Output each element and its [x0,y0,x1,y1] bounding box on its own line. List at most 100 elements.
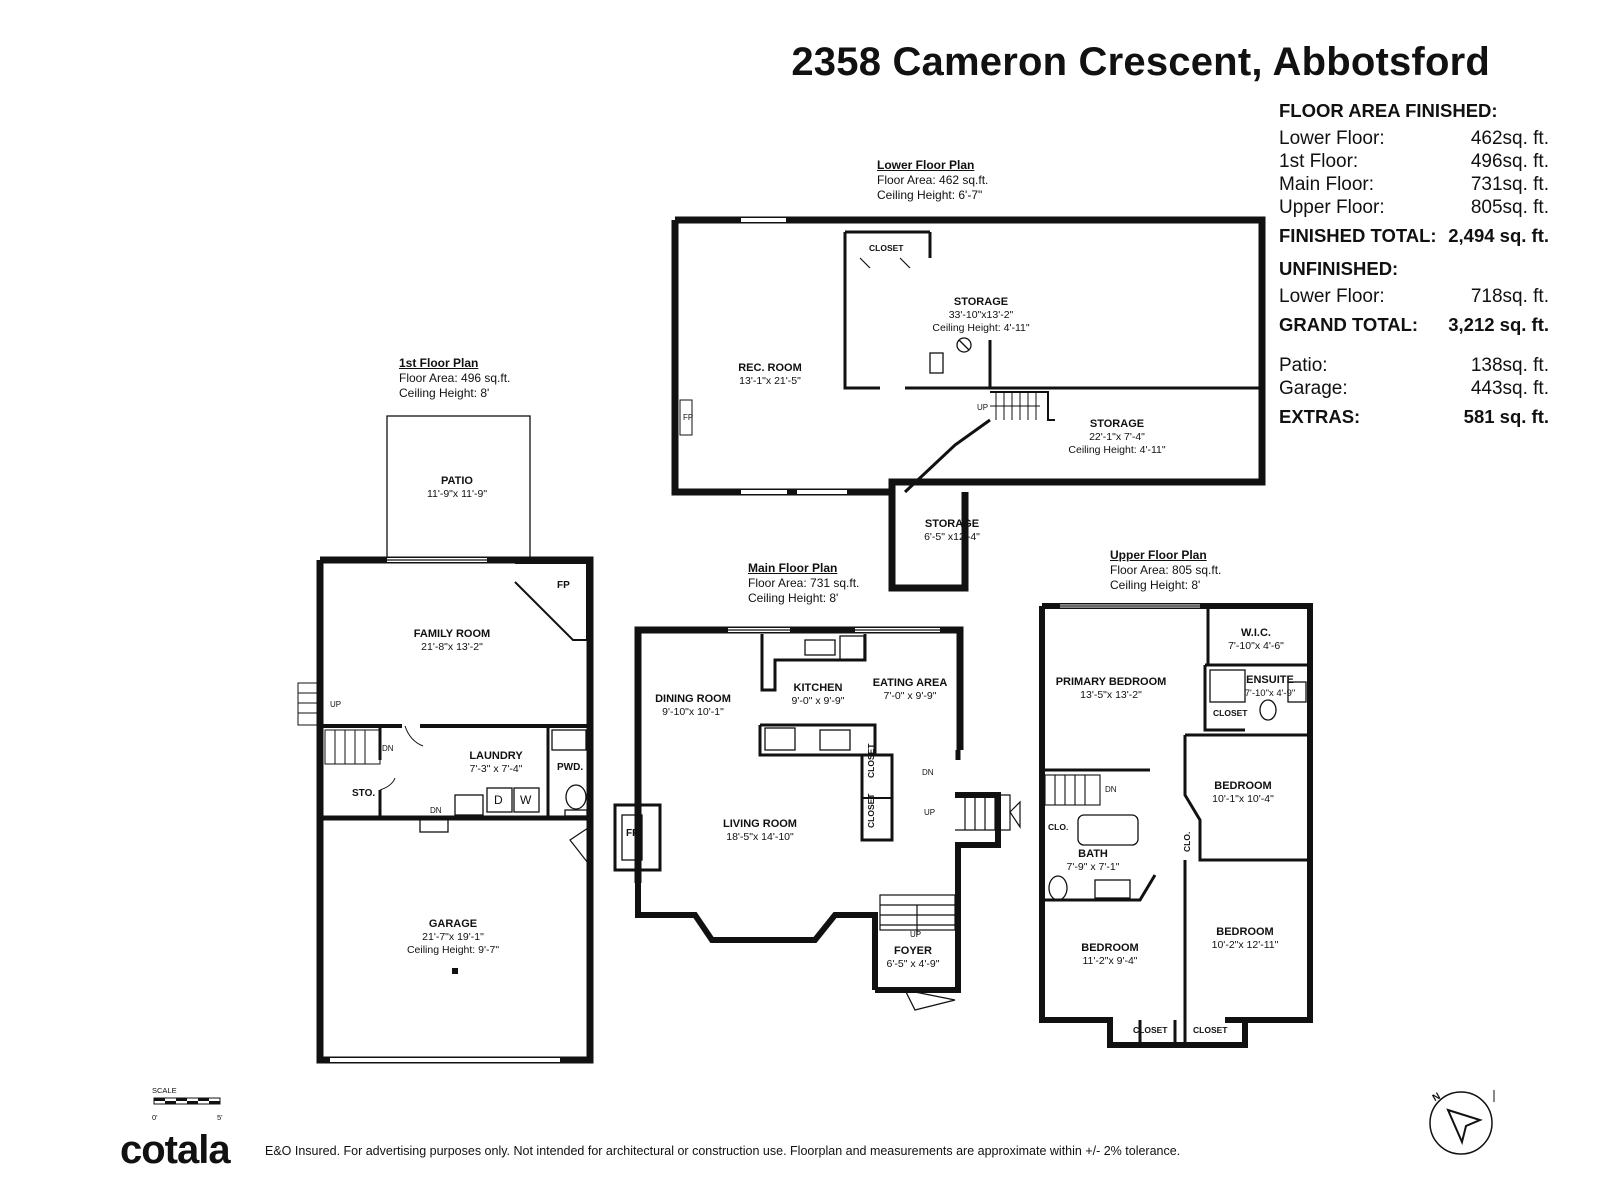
summary-row: Upper Floor: 805sq. ft. [1279,197,1549,220]
sto-label: STO. [352,788,376,799]
lower-fp-label: FP [683,413,694,422]
room-ceiling: Ceiling Height: 4'-11" [1068,444,1166,456]
upper-closet-label: CLOSET [1193,1025,1228,1035]
summary-value: 805sq. ft. [1470,197,1549,218]
summary-row: Patio: 138sq. ft. [1279,355,1549,378]
room-dims: 13'-5"x 13'-2" [1080,689,1142,701]
upper-clo-label: CLO. [1182,831,1192,852]
main-floor-walls [613,626,1021,1011]
main-dn-label: DN [922,768,934,777]
room-dims: 6'-5" x 4'-9" [886,958,940,970]
summary-label: Patio: [1279,355,1328,376]
scale-bar-icon [153,1097,221,1105]
room-name: STORAGE [924,518,980,530]
plan-area: Floor Area: 462 sq.ft. [877,173,989,187]
room-ceiling: Ceiling Height: 4'-11" [932,322,1030,334]
room-name: W.I.C. [1241,627,1271,639]
grand-total-row: GRAND TOTAL:3,212 sq. ft. [1279,314,1549,337]
room-name: BEDROOM [1214,780,1272,792]
room-name: EATING AREA [872,677,948,689]
summary-row: Garage: 443sq. ft. [1279,378,1549,401]
dryer-label: D [494,793,503,807]
summary-row: Lower Floor:462sq. ft. [1279,128,1549,151]
extras-total-row: EXTRAS:581 sq. ft. [1279,406,1549,429]
summary-value: 3,212 sq. ft. [1448,314,1549,335]
room-ceiling: Ceiling Height: 9'-7" [406,944,500,956]
room-name: GARAGE [428,918,478,930]
foyer-up-label: UP [910,930,922,939]
summary-value: 443sq. ft. [1470,378,1549,399]
plan-area: Floor Area: 496 sq.ft. [399,371,511,385]
room-dims: 7'-3" x 7'-4" [469,763,523,775]
room-dims: 13'-1"x 21'-5" [739,375,801,387]
plan-ceiling: Ceiling Height: 8' [399,386,490,400]
room-ensuite: ENSUITE 7'-10"x 4'-9" [1245,674,1296,700]
plan-title: 1st Floor Plan [399,356,479,370]
summary-row: Main Floor: 731sq. ft. [1279,174,1549,197]
room-name: PRIMARY BEDROOM [1055,676,1167,688]
summary-value: 138sq. ft. [1470,355,1549,376]
room-dims: 21'-7"x 19'-1" [422,931,484,943]
room-dims: 7'-0" x 9'-9" [883,690,937,702]
room-name: KITCHEN [793,682,843,694]
summary-value: 718sq. ft. [1470,286,1549,307]
compass: N [1428,1088,1498,1163]
room-name: LAUNDRY [469,750,523,762]
washer-label: W [520,793,532,807]
room-dims: 7'-9" x 7'-1" [1066,861,1120,873]
room-name: DINING ROOM [655,693,731,705]
lower-floor-walls [671,216,1266,592]
summary-label: Lower Floor: [1279,286,1385,307]
plan-title: Lower Floor Plan [877,158,975,172]
compass-icon [1429,1090,1495,1155]
upper-clo-label: CLO. [1048,822,1069,832]
summary-label: Upper Floor: [1279,197,1385,218]
summary-value: 496sq. ft. [1470,151,1549,172]
first-dn-label: DN [382,744,394,753]
main-closet-label: CLOSET [866,793,876,828]
room-name: REC. ROOM [738,362,802,374]
room-name: PATIO [441,475,473,487]
room-name: BEDROOM [1216,926,1274,938]
garage-post-icon [452,968,458,974]
summary-row: Lower Floor: 718sq. ft. [1279,286,1549,309]
room-name: STORAGE [1089,418,1145,430]
plan-title: Upper Floor Plan [1110,548,1207,562]
main-fp-label: FP [626,828,639,839]
room-dims: 9'-10"x 10'-1" [662,706,724,718]
room-dims: 11'-9"x 11'-9" [426,488,488,500]
scale-min: 0' [152,1113,158,1122]
summary-value: 731sq. ft. [1470,174,1549,195]
first-floor-plan-label: 1st Floor Plan Floor Area: 496 sq.ft. Ce… [399,356,510,401]
room-name: BATH [1078,848,1108,860]
room-name: FOYER [894,945,932,957]
summary-label: Main Floor: [1279,174,1375,195]
summary-label: FINISHED TOTAL: [1279,225,1437,246]
room-dims: 7'-10"x 4'-6" [1228,640,1284,652]
summary-label: Garage: [1279,378,1348,399]
summary-value: 2,494 sq. ft. [1448,225,1549,246]
summary-value: 581 sq. ft. [1463,406,1549,427]
room-dims: 33'-10"x13'-2" [948,309,1014,321]
room-wic: W.I.C.7'-10"x 4'-6" [1228,627,1284,653]
room-dims: 7'-10"x 4'-9" [1244,688,1296,699]
room-name: STORAGE [953,296,1009,308]
upper-closet-label: CLOSET [1133,1025,1168,1035]
lower-floor-plan-label: Lower Floor Plan Floor Area: 462 sq.ft. … [877,158,988,203]
pwd-label: PWD. [557,762,584,773]
room-name: ENSUITE [1246,674,1294,686]
